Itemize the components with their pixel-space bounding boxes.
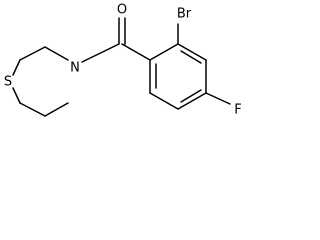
bond-n-carbonyl — [81, 43, 120, 63]
bond-n-c-top — [44, 46, 69, 61]
thiomorpholine-ring — [12, 46, 69, 117]
bond-s-c-bottom — [12, 87, 21, 104]
atom-bromine-label: Br — [177, 7, 192, 22]
bond-c-s-top — [12, 59, 21, 76]
atom-nitrogen-label: N — [70, 61, 80, 76]
atom-sulfur-label: S — [4, 75, 12, 90]
atom-oxygen-label: O — [117, 3, 127, 18]
benzene-ring — [149, 43, 207, 110]
bond-ring-c5-c6 — [149, 92, 179, 110]
bond-ring-c2-c3 — [177, 43, 207, 61]
bond-ring-c4-c5 — [177, 92, 207, 110]
atom-fluorine-label: F — [234, 103, 241, 118]
bond-c-n-bottom — [44, 102, 69, 117]
bond-ring-fluorine — [205, 92, 231, 105]
chemical-structure-diagram: O N S Br F — [4, 3, 242, 118]
bond-c-c-top — [19, 46, 46, 61]
bond-c-c-bottom — [19, 102, 46, 117]
bond-carbonyl-ring — [121, 43, 151, 61]
bond-ring-inner-2 — [180, 89, 202, 103]
amide-linkage — [81, 17, 151, 63]
bond-ring-inner-1 — [180, 50, 202, 64]
bond-ring-c1-c2 — [149, 43, 179, 61]
